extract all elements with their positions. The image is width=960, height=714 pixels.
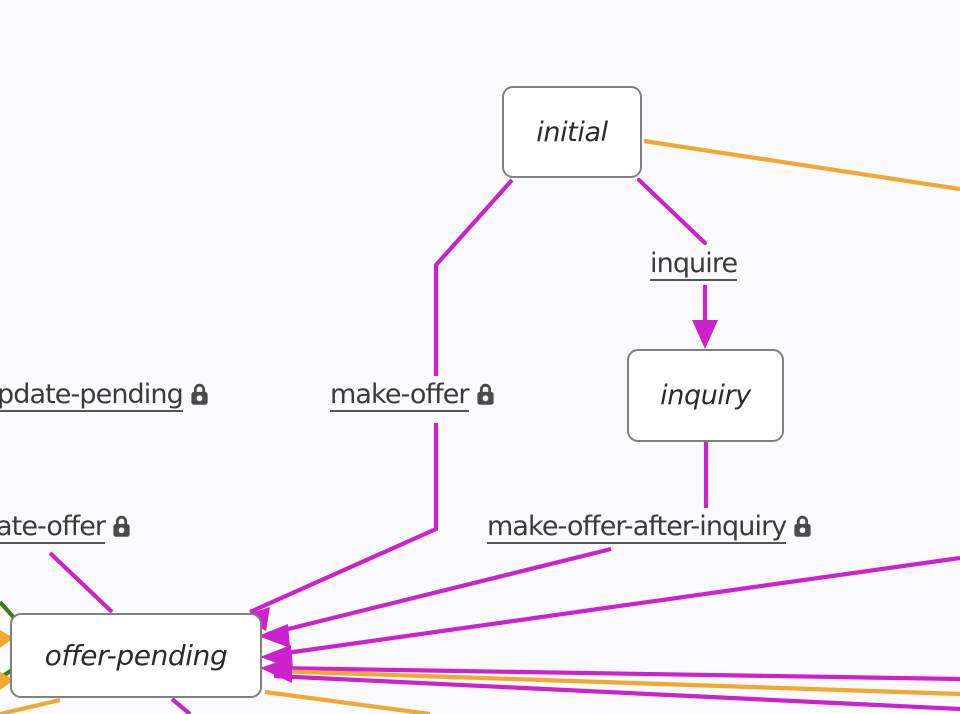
edge-make-offer-to-offer-pending — [249, 423, 439, 614]
edge-label-update-pending[interactable]: pdate-pending — [0, 379, 210, 413]
edge-label-make-offer-after-inquiry[interactable]: make-offer-after-inquiry — [486, 511, 814, 545]
edge-initial-orange-right — [643, 138, 960, 192]
lock-icon — [190, 383, 209, 410]
edge-offer-pending-bottom-stub — [170, 697, 192, 714]
state-node-inquiry[interactable]: inquiry — [627, 349, 784, 442]
edge-label-text-update-pending: pdate-pending — [0, 379, 184, 413]
edge-initial-to-make-offer — [433, 178, 514, 376]
edge-label-text-update-offer: ate-offer — [0, 511, 106, 545]
edge-label-update-offer[interactable]: ate-offer — [0, 511, 133, 545]
edge-incoming-offer-pending-orange — [273, 668, 960, 697]
edge-label-text-inquire: inquire — [650, 248, 738, 282]
edge-offer-pending-orange-bottomleft — [0, 697, 61, 714]
state-label-initial: initial — [536, 116, 608, 148]
lock-icon — [793, 515, 812, 542]
arrowhead-offer-pending-3 — [260, 645, 293, 669]
edge-label-text-make-offer-after-inquiry: make-offer-after-inquiry — [487, 511, 787, 545]
arrowhead-offer-pending-2 — [258, 624, 290, 648]
state-node-offer-pending[interactable]: offer-pending — [10, 613, 262, 698]
edge-label-make-offer[interactable]: make-offer — [329, 379, 496, 413]
lock-icon — [112, 515, 131, 542]
edge-offer-pending-orange-out — [264, 689, 431, 714]
edge-incoming-offer-pending-5 — [273, 673, 960, 712]
edge-label-inquire[interactable]: inquire — [649, 248, 739, 282]
edge-initial-to-inquiry — [636, 177, 708, 246]
arrowhead-offer-pending-4 — [260, 657, 292, 683]
state-label-inquiry: inquiry — [660, 380, 751, 411]
edge-label-text-make-offer: make-offer — [330, 379, 470, 413]
edge-incoming-offer-pending-3 — [271, 555, 960, 658]
lock-icon — [476, 383, 495, 410]
state-label-offer-pending: offer-pending — [44, 639, 228, 672]
edge-after-inquiry-to-offer-pending — [267, 546, 612, 637]
edge-incoming-offer-pending-4 — [271, 665, 960, 682]
arrowhead-inquiry-top — [692, 320, 718, 349]
edge-update-offer-to-offer-pending — [48, 551, 114, 614]
state-node-initial[interactable]: initial — [502, 86, 642, 178]
